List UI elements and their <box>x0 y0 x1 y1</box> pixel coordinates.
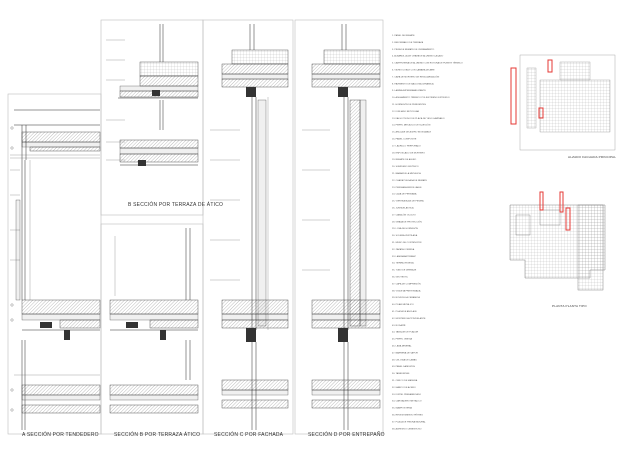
legend-item: 1. PANEL DE REMATE <box>392 34 415 37</box>
legend-item: 6. VIDRIO DOBLE CON CÁMARA DE AIRE <box>392 69 435 72</box>
legend-item: 54. CARGADERO METÁLICO <box>392 400 422 403</box>
legend-item: 55. MAMPOSTERÍA <box>392 407 412 410</box>
panel-d-caption: SECCIÓN D POR ENTREPAÑO <box>308 431 385 438</box>
legend-item: 53. DINTEL PREFABRICADO <box>392 393 421 396</box>
elevation-highlight-left <box>510 67 517 125</box>
key-plans: ALZADO FACHADA PRINCIPAL PLANTA PLANTA T… <box>509 54 616 308</box>
legend-item: 33. LÁMINA ANTIRRAÍZ <box>392 255 416 258</box>
legend-item: 9. LÁMINA IMPERMEABILIZANTE <box>392 89 426 92</box>
panel-a-caption: A SECCIÓN POR TENDEDERO <box>22 431 99 438</box>
legend-item: 12. FORJADO RETICULAR <box>392 110 420 113</box>
key-elevation: ALZADO FACHADA PRINCIPAL <box>510 54 616 159</box>
key-plan-caption: PLANTA PLANTA TIPO <box>552 304 587 308</box>
legend-item: 8. PAVIMENTO DE BALDOSA CERÁMICA <box>392 82 434 85</box>
legend-item: 7. CAPA DE MORTERO DE REGULARIZACIÓN <box>392 75 440 78</box>
legend-item: 14. PERFIL METÁLICO DE SUJECIÓN <box>392 124 431 127</box>
legend-item: 50. TAPAJUNTAS <box>392 372 410 375</box>
legend-item: 52. MARCO DE ACERO <box>392 386 416 389</box>
legend-item: 38. VIGUETA PRETENSADA <box>392 289 421 292</box>
panel-a-annotation-tags <box>10 126 14 412</box>
elevation-highlight-top <box>547 59 553 73</box>
legend-item: 32. ZAPATA CORRIDA <box>392 248 415 251</box>
legend-item: 30. SOLERA VENTILADA <box>392 234 418 237</box>
legend-item: 18. ENFOSCADO DE MORTERO <box>392 151 425 154</box>
panel-c-caption: SECCIÓN C POR FACHADA <box>214 431 284 438</box>
legend-item: 16. PANEL COMPOSITE <box>392 138 417 141</box>
legend-item: 35. TUBO DE DRENAJE <box>392 269 417 272</box>
legend-item: 26. JUNTA ELÁSTICA <box>392 207 414 210</box>
plan-highlight-3 <box>565 207 571 231</box>
legend-item: 19. REMATE DE ALERO <box>392 158 416 161</box>
legend-item: 5. CARPINTERÍA DE ALUMINIO CON ROTURA DE… <box>392 62 463 65</box>
legend-item: 47. BARRERA DE VAPOR <box>392 351 418 354</box>
materials-legend: 1. PANEL DE REMATE 2. REFORMADO DE TERRAZ… <box>392 34 463 430</box>
legend-item: 27. CANALÓN OCULTO <box>392 213 416 216</box>
elevation-highlight-mid <box>538 107 544 119</box>
legend-item: 4. ALBARDILLA DE CHAPA DE ALUMINIO LACAD… <box>392 55 444 58</box>
panel-d-section-entrepano: SECCIÓN D POR ENTREPAÑO <box>294 19 385 438</box>
plan-highlight-1 <box>539 191 544 211</box>
legend-item: 28. GRAVA DE PROTECCIÓN <box>392 220 422 223</box>
key-plan: PLANTA PLANTA TIPO <box>509 191 606 308</box>
legend-item: 24. CAJA DE PERSIANA <box>392 193 417 196</box>
legend-item: 58. ADHESIVO CEMENTOSO <box>392 427 422 430</box>
legend-item: 17. LADRILLO PERFORADO <box>392 144 421 147</box>
legend-item: 56. REVESTIMIENTO PÉTREO <box>392 414 423 417</box>
legend-item: 49. PANEL SÁNDWICH <box>392 365 416 368</box>
legend-item: 2. REFORMADO DE TERRAZA <box>392 41 424 44</box>
legend-item: 29. LOSA DE HORMIGÓN <box>392 227 418 230</box>
legend-item: 34. TIERRA VEGETAL <box>392 262 415 265</box>
legend-item: 3. PIEZA DE REMATE DE CERRAMIENTO <box>392 48 435 51</box>
legend-item: 15. ANCLAJE DE ACERO INOXIDABLE <box>392 131 432 134</box>
legend-item: 45. PERFIL OMEGA <box>392 338 413 341</box>
panel-b-section-terraza-atico: SECCIÓN B POR TERRAZA ÁTICO <box>100 223 204 438</box>
panel-b-upper-caption: B SECCIÓN POR TERRAZA DE ÁTICO <box>128 201 223 208</box>
legend-item: 42. MORTERO AUTONIVELANTE <box>392 317 426 320</box>
legend-item: 25. VIERTEAGUAS DE PIEDRA <box>392 200 424 203</box>
legend-item: 36. GEOTEXTIL <box>392 277 409 279</box>
legend-item: 44. TABIQUE DE PLADUR <box>392 331 419 334</box>
plan-highlight-2 <box>559 191 564 213</box>
legend-item: 22. CHAPA PLEGADA DE REMATE <box>392 179 427 182</box>
legend-item: 39. BOVEDILLA CERÁMICA <box>392 296 420 299</box>
legend-item: 10. AISLAMIENTO TÉRMICO POLIESTIRENO EXT… <box>392 96 450 99</box>
legend-item: 13. FALSO TECHO DE PLACA DE YESO LAMINAD… <box>392 117 445 120</box>
legend-item: 57. PLACA DE PIEDRA NATURAL <box>392 420 426 423</box>
legend-item: 31. MURO DE CONTENCIÓN <box>392 241 422 244</box>
legend-item: 46. LANA MINERAL <box>392 345 412 348</box>
panel-b-caption: SECCIÓN B POR TERRAZA ÁTICO <box>114 431 200 438</box>
panel-a-section-tendedero: A SECCIÓN POR TENDEDERO <box>7 93 102 438</box>
legend-item: 43. RODAPIÉ <box>392 324 406 327</box>
legend-item: 51. CERCO DE MADERA <box>392 379 418 382</box>
key-elevation-caption: ALZADO FACHADA PRINCIPAL <box>568 155 616 159</box>
legend-item: 23. PERSIANA ENROLLABLE <box>392 186 422 189</box>
legend-item: 48. CELOSÍA DE LAMAS <box>392 358 417 361</box>
legend-item: 41. PLACA DE ANCLAJE <box>392 310 417 313</box>
panel-b-upper-section-terraza-atico: B SECCIÓN POR TERRAZA DE ÁTICO <box>100 19 223 216</box>
legend-item: 21. BARANDILLA METÁLICA <box>392 172 421 175</box>
panel-c-section-fachada: SECCIÓN C POR FACHADA <box>202 19 294 438</box>
legend-item: 11. HORMIGÓN DE PENDIENTES <box>392 103 427 106</box>
legend-item: 40. PILAR METÁLICO <box>392 303 414 306</box>
legend-item: 20. SUMIDERO SIFÓNICO <box>392 165 419 168</box>
legend-item: 37. CAPA DE COMPRESIÓN <box>392 282 421 285</box>
